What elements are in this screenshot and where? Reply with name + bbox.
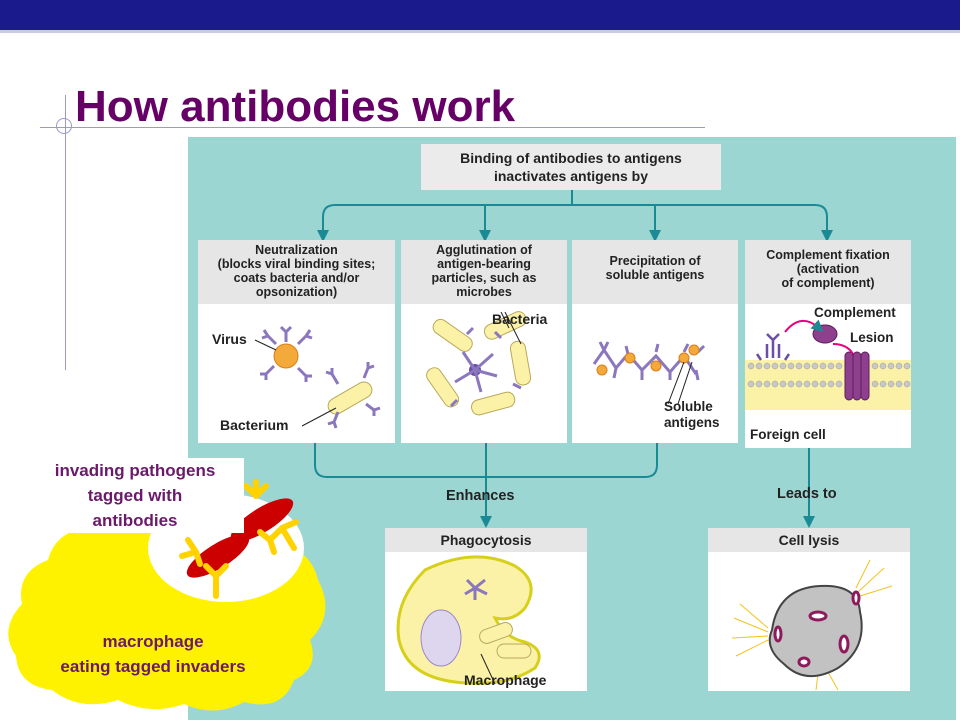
enhances-label: Enhances [446,488,515,504]
virus-label: Virus [212,331,247,347]
mechanism-agglutination: Agglutination of antigen-bearing particl… [401,240,567,443]
mechanism-neutralization-title: Neutralization (blocks viral binding sit… [198,240,395,304]
agglutination-illustration [426,311,532,416]
soluble-antigens-label: Soluble antigens [664,399,720,430]
macrophage-callout: macrophage eating tagged invaders [60,632,246,676]
lesion-label: Lesion [850,330,894,345]
top-binding-box: Binding of antibodies to antigens inacti… [421,144,721,190]
top-binding-label: Binding of antibodies to antigens inacti… [460,150,682,184]
neutralization-illustration [254,325,381,429]
top-bar [0,0,960,30]
bacterium-label: Bacterium [220,417,289,433]
pathogens-callout: invading pathogens tagged with antibodie… [26,458,244,533]
connector-arrows [314,190,833,528]
leads-to-label: Leads to [777,486,837,502]
bacteria-label: Bacteria [492,311,548,327]
macrophage-label: Macrophage [464,672,547,688]
outcome-cell-lysis: Cell lysis [708,528,910,691]
foreign-cell-label: Foreign cell [750,427,826,442]
crosshair-circle-icon [56,118,72,134]
precipitation-illustration [592,341,706,405]
title-rule [40,127,705,128]
complement-illustration [745,319,911,410]
margin-rule [65,95,66,370]
slide-title: How antibodies work [75,82,516,131]
mechanism-precipitation: Precipitation of soluble antigens [572,240,738,443]
antibody-figure: Binding of antibodies to antigens inacti… [188,137,956,720]
mechanism-complement-title: Complement fixation (activation of compl… [745,240,911,304]
mechanism-precipitation-title: Precipitation of soluble antigens [572,240,738,304]
tagged-pathogens [186,498,294,578]
top-bar-underline [0,30,960,33]
outcome-phagocytosis: Phagocytosis [385,528,587,691]
complement-label: Complement [814,305,896,320]
phagocytosis-illustration [396,555,541,685]
outcome-cell-lysis-title: Cell lysis [708,528,910,552]
mechanism-agglutination-title: Agglutination of antigen-bearing particl… [401,240,567,304]
outcome-phagocytosis-title: Phagocytosis [385,528,587,552]
cell-lysis-illustration [731,559,893,691]
mechanism-complement: Complement fixation (activation of compl… [745,240,911,448]
mechanism-neutralization: Neutralization (blocks viral binding sit… [198,240,395,443]
